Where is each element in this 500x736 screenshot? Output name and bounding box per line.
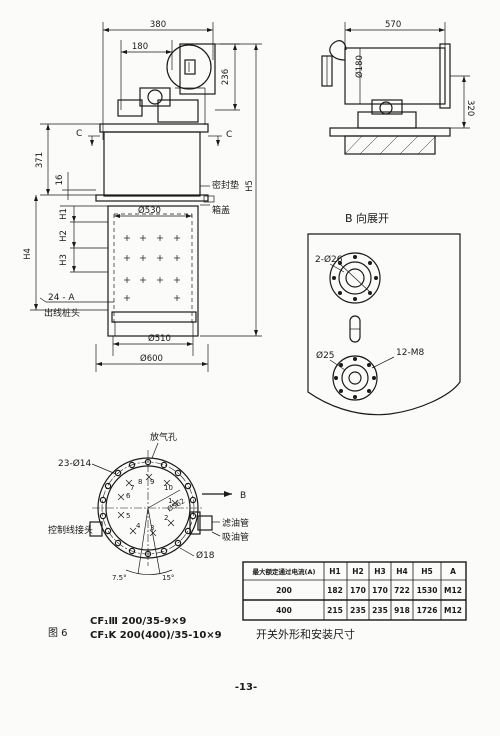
label-h1: H1 [59,208,69,220]
page-number: -13- [235,682,257,693]
figure-title: 开关外形和安装尺寸 [256,627,355,641]
table-cell: M12 [444,586,462,595]
contact-num-5: 5 [126,512,130,520]
table-header-h3: H3 [374,567,386,576]
angle-7-5: 7.5° [112,574,127,582]
contact-num-6: 6 [126,492,131,500]
table-header-a: A [450,567,456,576]
caption: 图 6 CF₁Ⅲ 200/35-9×9 CF₁K 200(400)/35-10×… [48,616,355,641]
label-b: B [240,491,246,501]
label-h5: H5 [245,180,255,192]
table-cell: 235 [350,606,366,615]
table-header-h1: H1 [329,567,341,576]
side-view: 570 Ø180 320 [321,20,475,155]
contact-num-2: 2 [164,514,168,522]
model-1: CF₁Ⅲ 200/35-9×9 [90,616,186,627]
contact-num-10: 10 [164,484,173,492]
section-view: 放气孔 6 5 4 3 2 1 [48,431,249,582]
label-h2: H2 [59,230,69,242]
table-cell: 200 [276,586,292,595]
contact-num-3: 3 [150,524,154,532]
dim-320: 320 [465,100,475,116]
table-cell: 182 [327,586,343,595]
b-view: B 向展开 2-Ø26 Ø25 12-M8 [307,211,461,416]
table-cell: 170 [350,586,366,595]
dim-diameter-180: Ø180 [354,55,365,78]
contact-num-9: 9 [150,478,154,486]
angle-15: 15° [162,574,174,582]
table-header-h4: H4 [396,567,408,576]
contact-num-7: 7 [130,484,134,492]
section-c-left: C [76,129,82,139]
box-cover: 箱盖 [212,204,230,216]
table-cell: M12 [444,606,462,615]
contact-num-4: 4 [136,522,141,530]
dim-570: 570 [385,20,401,30]
dim-diameter-600: Ø600 [140,353,163,364]
oil-filter-pipe: 滤油管 [222,517,249,529]
table-header-h2: H2 [352,567,364,576]
label-24a: 24 - A [48,293,75,303]
dim-16: 16 [55,175,65,186]
table-cell: 1530 [417,586,438,595]
section-c-right: C [226,130,232,140]
label-12-m8: 12-M8 [396,348,424,358]
b-view-title: B 向展开 [345,211,389,225]
dim-diameter-510: Ø510 [148,333,171,344]
table-cell: 235 [372,606,388,615]
dimension-table: 最大额定通过电流(A) H1 H2 H3 H4 H5 A 200 182 170… [242,561,467,621]
table-cell: 400 [276,606,292,615]
outlet-terminal: 出线桩头 [44,307,80,319]
table-cell: 215 [327,606,343,615]
front-view: 380 180 236 [23,20,262,372]
table-cell: 918 [394,606,410,615]
figure-number: 图 6 [48,627,68,639]
control-connector: 控制线接头 [48,524,93,536]
table-header-h5: H5 [421,567,433,576]
dim-380: 380 [150,20,166,30]
dim-diameter-530: Ø530 [138,205,161,216]
vent-hole: 放气孔 [150,431,177,443]
table-cell: 722 [394,586,410,595]
label-h4: H4 [23,248,33,260]
model-2: CF₁K 200(400)/35-10×9 [90,630,222,641]
oil-suction-pipe: 吸油管 [222,531,249,543]
label-23-014: 23-Ø14 [58,458,92,469]
contact-num-8: 8 [138,478,142,486]
table-cell: 170 [372,586,388,595]
label-2-026: 2-Ø26 [315,254,343,265]
label-h3: H3 [59,254,69,266]
seal-gasket: 密封垫 [212,179,239,191]
contact-num-1: 1 [168,497,172,505]
table-header-current: 最大额定通过电流(A) [253,567,316,576]
dim-236: 236 [221,69,231,85]
label-025: Ø25 [316,350,335,361]
dim-180: 180 [132,42,148,52]
label-018: Ø18 [196,550,215,561]
dim-371: 371 [35,152,45,168]
table-cell: 1726 [417,606,438,615]
